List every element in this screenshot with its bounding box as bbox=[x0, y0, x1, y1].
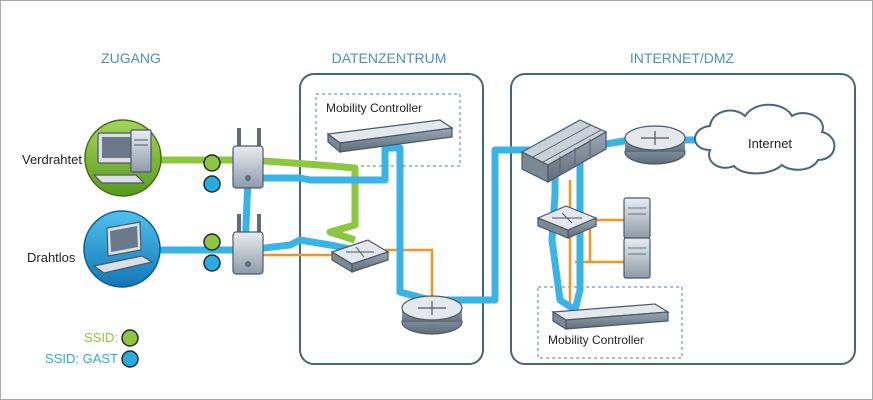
cloud-icon bbox=[694, 103, 836, 175]
legend-blue-dot bbox=[121, 350, 139, 368]
router-icon bbox=[624, 125, 686, 165]
access-point-icon bbox=[232, 214, 264, 275]
firewall-icon bbox=[520, 119, 608, 184]
dmz-controller-dashed-box bbox=[537, 286, 683, 359]
ssid-green-dot-2 bbox=[203, 233, 221, 251]
legend-ssid-label: SSID: bbox=[84, 330, 118, 345]
cloud-label: Internet bbox=[748, 136, 792, 151]
datacenter-controller-label: Mobility Controller bbox=[326, 101, 422, 115]
desktop-pc-icon bbox=[84, 119, 162, 197]
section-title-internet-dmz: INTERNET/DMZ bbox=[630, 50, 735, 66]
datacenter-box bbox=[299, 73, 484, 365]
server-icon bbox=[623, 237, 651, 279]
wired-client-label: Verdrahtet bbox=[22, 152, 82, 167]
router-icon bbox=[401, 295, 463, 335]
section-title-datacenter: DATENZENTRUM bbox=[332, 50, 447, 66]
access-point-icon bbox=[232, 128, 264, 189]
mobility-controller-icon bbox=[326, 119, 454, 154]
ssid-green-dot-1 bbox=[203, 154, 221, 172]
blue-link-branch bbox=[247, 236, 356, 254]
ssid-blue-dot-1 bbox=[203, 175, 221, 193]
legend-ssid-guest-label: SSID: GAST bbox=[45, 351, 118, 366]
legend-green-dot bbox=[121, 329, 139, 347]
switch-icon bbox=[536, 205, 598, 239]
internet-dmz-box bbox=[510, 73, 856, 365]
ssid-blue-dot-2 bbox=[203, 254, 221, 272]
wireless-client-label: Drahtlos bbox=[27, 250, 76, 265]
section-title-access: ZUGANG bbox=[101, 50, 161, 66]
dmz-controller-label: Mobility Controller bbox=[548, 333, 644, 347]
switch-icon bbox=[330, 239, 390, 274]
laptop-icon bbox=[83, 210, 161, 288]
mobility-controller-icon bbox=[551, 303, 670, 331]
server-icon bbox=[623, 197, 651, 239]
